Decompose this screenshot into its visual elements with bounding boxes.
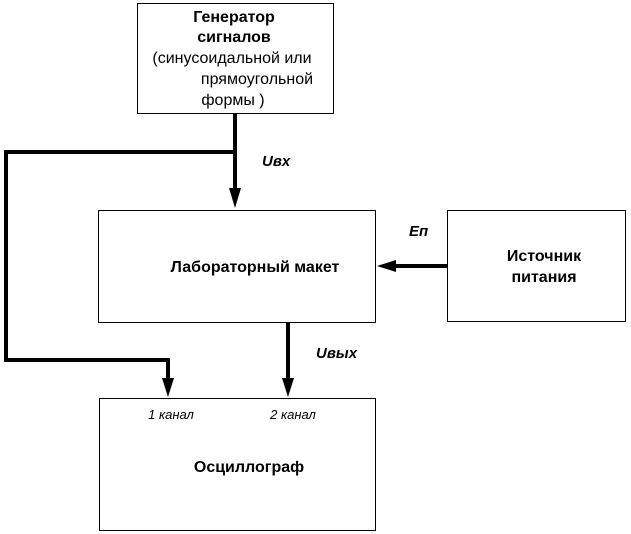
power-source-title-line1: Источник bbox=[507, 248, 582, 265]
generator-box bbox=[137, 3, 334, 114]
power-source-block: Источник питания bbox=[447, 210, 626, 322]
generator-to-board-arrowhead bbox=[229, 188, 241, 208]
oscilloscope-channel1-label: 1 канал bbox=[148, 407, 194, 422]
supply-signal-label: Еп bbox=[409, 223, 428, 240]
power-source-title-line2: питания bbox=[511, 269, 576, 286]
lab-board-block: Лабораторный макет bbox=[98, 210, 376, 323]
generator-title-line2: сигналов bbox=[197, 29, 271, 46]
input-signal-connection: Uвх bbox=[229, 114, 291, 208]
oscilloscope-box bbox=[99, 398, 376, 531]
generator-to-channel1-wire bbox=[4, 150, 235, 378]
channel1-connection bbox=[4, 150, 235, 397]
channel2-arrowhead bbox=[282, 378, 294, 397]
generator-subtitle-line3: формы ) bbox=[201, 92, 264, 109]
output-signal-connection: Uвых bbox=[282, 323, 358, 397]
oscilloscope-title: Осциллограф bbox=[194, 459, 304, 476]
generator-subtitle-line1: (синусоидальной или bbox=[152, 50, 311, 67]
generator-subtitle-line2: прямоугольной bbox=[201, 71, 313, 88]
lab-board-title: Лабораторный макет bbox=[171, 259, 340, 276]
channel1-arrowhead bbox=[162, 378, 174, 397]
generator-title-line1: Генератор bbox=[193, 9, 275, 26]
lab-board-box bbox=[98, 210, 376, 323]
generator-block: Генератор сигналов (синусоидальной или п… bbox=[137, 3, 334, 114]
supply-connection: Еп bbox=[377, 223, 447, 272]
oscilloscope-block: 1 канал 2 канал Осциллограф bbox=[99, 398, 376, 531]
output-signal-label: Uвых bbox=[316, 345, 358, 362]
input-signal-label: Uвх bbox=[262, 153, 291, 170]
power-source-box bbox=[447, 210, 626, 322]
power-to-board-arrowhead bbox=[377, 260, 396, 272]
oscilloscope-channel2-label: 2 канал bbox=[269, 407, 316, 422]
